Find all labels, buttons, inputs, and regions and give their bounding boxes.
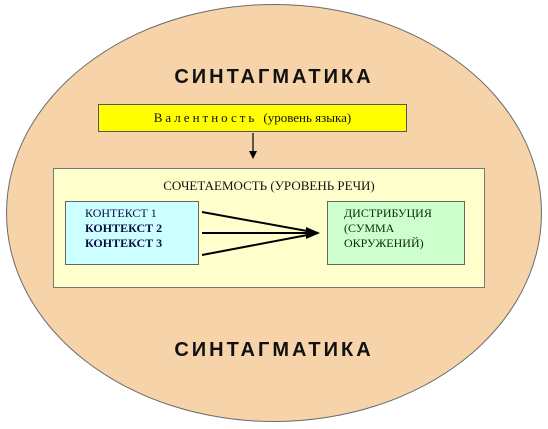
title-top: СИНТАГМАТИКА (174, 66, 374, 88)
distribution-arrowhead (306, 227, 320, 239)
distribution-box: ДИСТРИБУЦИЯ (СУММА ОКРУЖЕНИЙ) (327, 201, 465, 265)
context-box: КОНТЕКСТ 1 КОНТЕКСТ 2 КОНТЕКСТ 3 (65, 201, 199, 265)
context-item-2: КОНТЕКСТ 2 (85, 221, 163, 235)
distribution-line-1: ДИСТРИБУЦИЯ (344, 206, 432, 220)
title-bottom: СИНТАГМАТИКА (174, 339, 374, 361)
context-item-1: КОНТЕКСТ 1 (85, 206, 157, 220)
context-3-arrow (201, 232, 319, 256)
valence-word: Валентность (153, 110, 258, 125)
speech-level-label: СОЧЕТАЕМОСТЬ (УРОВЕНЬ РЕЧИ) (163, 178, 375, 193)
valence-box: Валентность (уровень языка) (98, 104, 407, 132)
distribution-line-2: (СУММА (344, 221, 395, 235)
distribution-line-3: ОКРУЖЕНИЙ) (344, 236, 424, 250)
context-item-3: КОНТЕКСТ 3 (85, 236, 163, 250)
valence-note: (уровень языка) (263, 110, 352, 125)
context-1-arrow (201, 211, 319, 234)
